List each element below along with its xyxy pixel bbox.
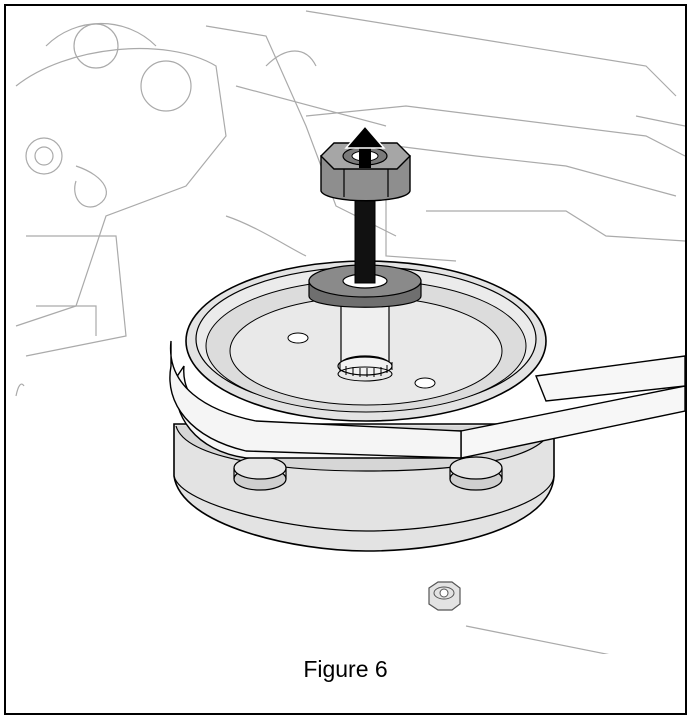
bolt-shank: [354, 190, 376, 284]
housing-bolt-head: [233, 456, 287, 491]
removal-arrow: [344, 124, 386, 168]
spline-teeth: [337, 356, 393, 382]
housing-bolt-head: [449, 456, 503, 491]
drive-belt-front: [169, 340, 462, 459]
spindle-shaft: [337, 305, 393, 382]
deck-flange-nut: [428, 581, 461, 611]
figure-caption: Figure 6: [303, 656, 388, 682]
pulley-illustration: [15, 10, 685, 654]
figure-frame: Figure 6: [4, 4, 687, 715]
